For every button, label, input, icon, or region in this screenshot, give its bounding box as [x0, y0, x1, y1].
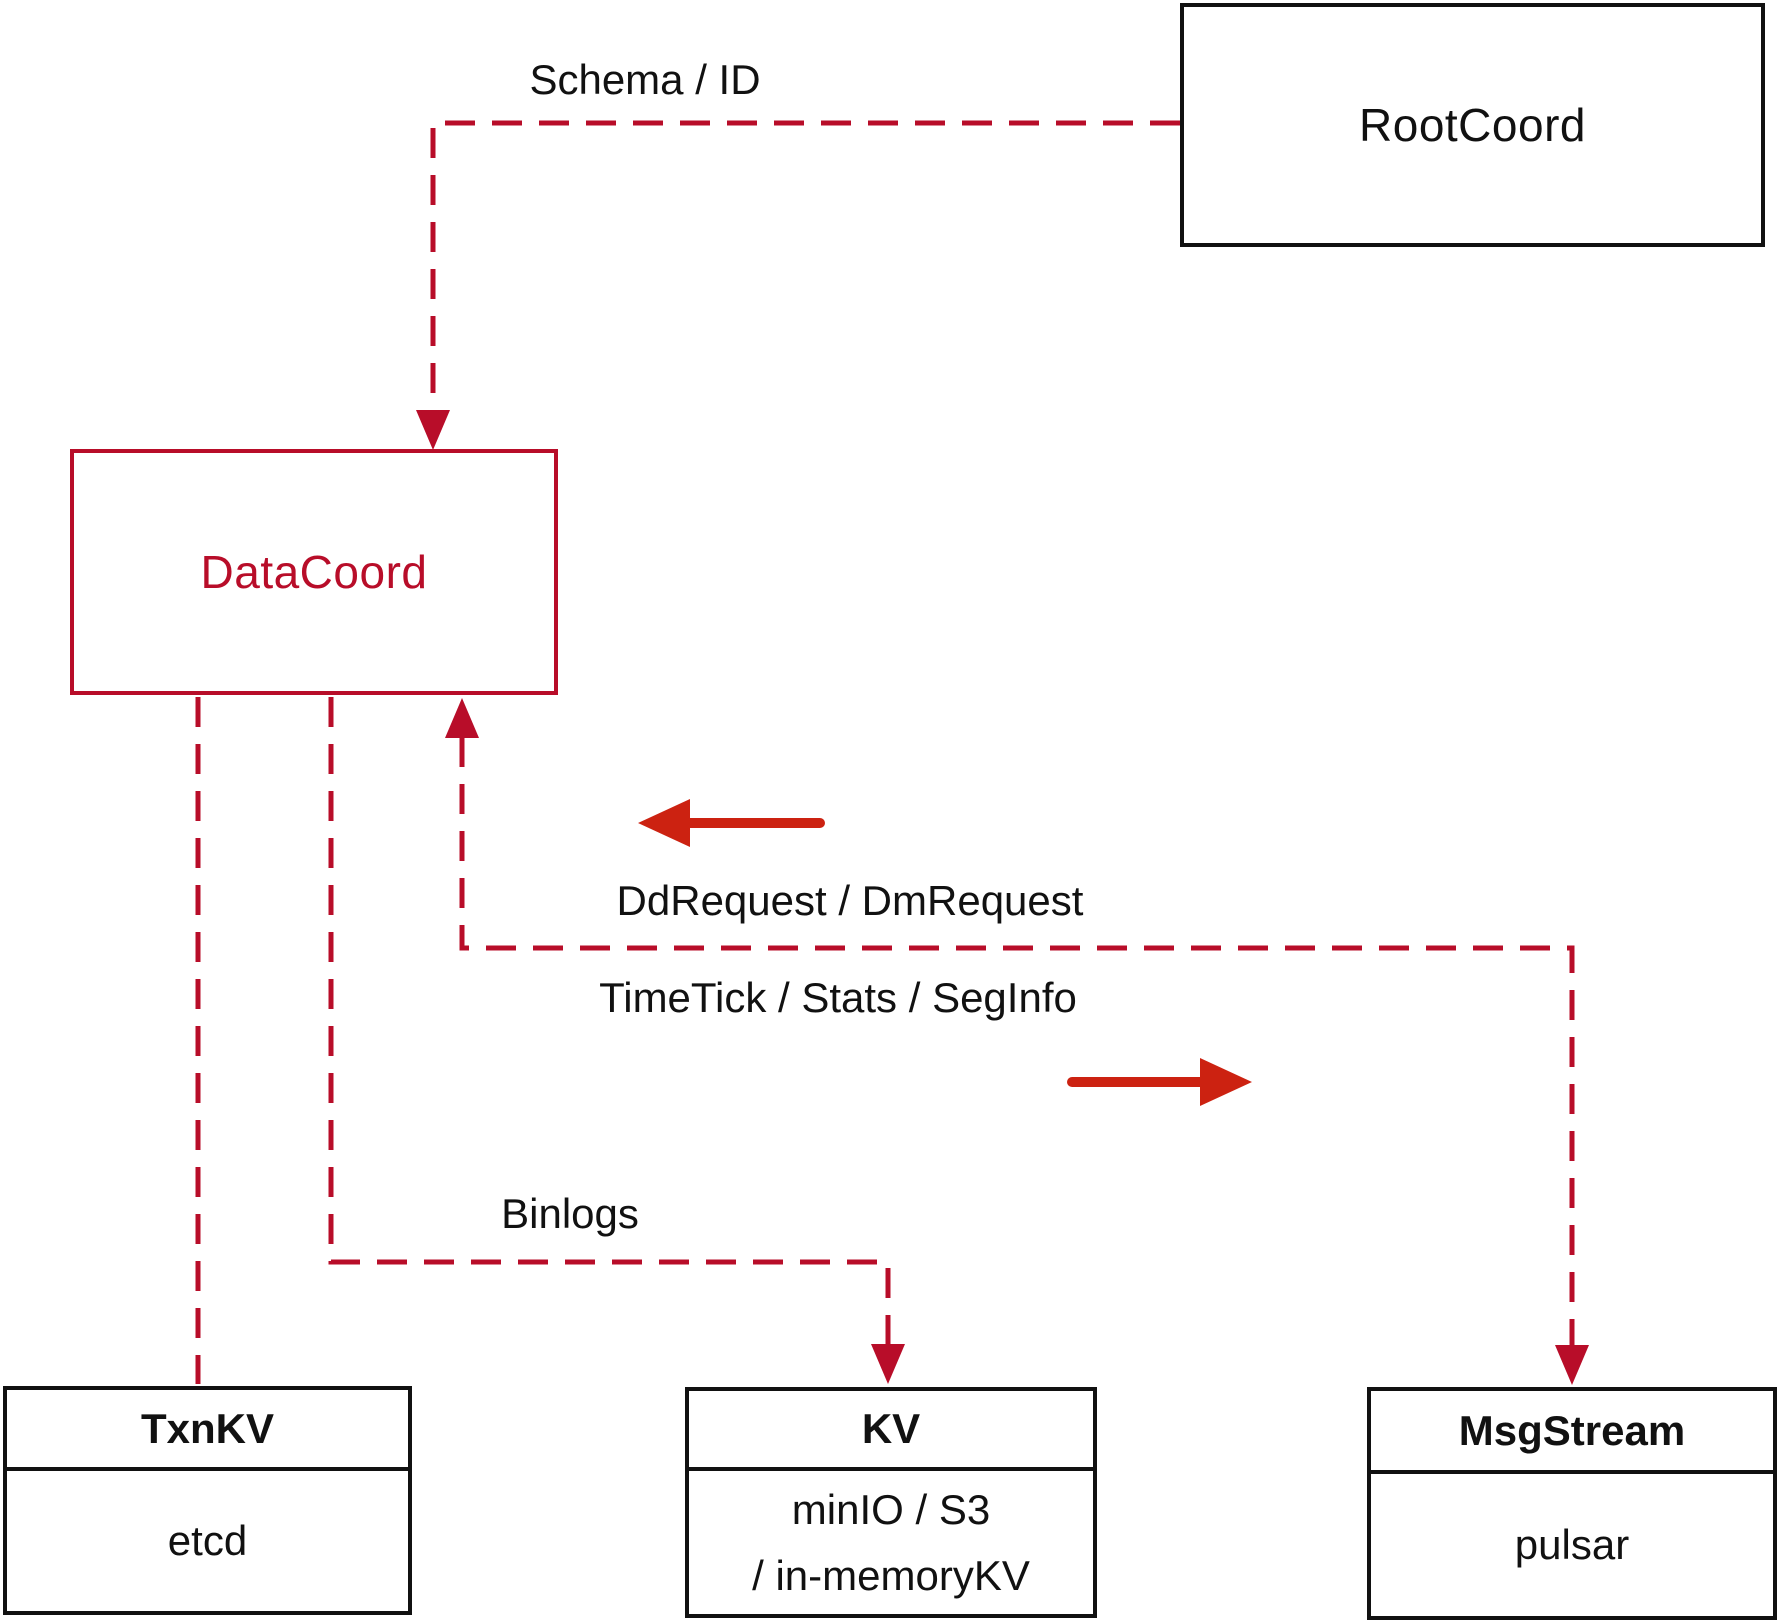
edge-binlogs-line	[328, 697, 891, 1345]
node-msgstream-body-text: pulsar	[1514, 1521, 1630, 1568]
node-txnkv: TxnKV etcd	[3, 1386, 412, 1615]
edge-requests-msgstream-line	[459, 737, 1575, 1346]
right-direction-arrow-icon	[1200, 1058, 1252, 1106]
node-datacoord-label: DataCoord	[200, 546, 428, 598]
edge-msgstream-down-arrowhead-icon	[1555, 1345, 1589, 1385]
node-txnkv-title: TxnKV	[7, 1390, 408, 1471]
edge-schema-id-line	[430, 120, 1180, 431]
node-kv-title: KV	[689, 1391, 1093, 1471]
node-datacoord: DataCoord	[70, 449, 558, 695]
edge-requests-up-arrowhead-icon	[445, 698, 479, 738]
node-kv-body: minIO / S3 / in-memoryKV	[689, 1471, 1093, 1614]
edge-label-binlogs: Binlogs	[501, 1190, 639, 1237]
node-msgstream-title: MsgStream	[1371, 1391, 1773, 1474]
edge-label-dd-dm-request: DdRequest / DmRequest	[616, 877, 1084, 924]
edge-schema-id-arrowhead-icon	[416, 410, 450, 450]
node-txnkv-body: etcd	[7, 1471, 408, 1611]
node-msgstream-body: pulsar	[1371, 1474, 1773, 1616]
edge-label-timetick-stats-seginfo: TimeTick / Stats / SegInfo	[599, 974, 1077, 1021]
left-direction-arrow-icon	[638, 799, 690, 847]
node-kv: KV minIO / S3 / in-memoryKV	[685, 1387, 1097, 1618]
node-msgstream: MsgStream pulsar	[1367, 1387, 1777, 1620]
node-rootcoord: RootCoord	[1180, 3, 1765, 247]
node-kv-body-line1: minIO / S3	[791, 1485, 991, 1533]
node-txnkv-body-text: etcd	[167, 1517, 248, 1564]
edge-binlogs-arrowhead-icon	[871, 1344, 905, 1384]
edge-label-schema-id: Schema / ID	[529, 56, 761, 103]
node-kv-body-line2: / in-memoryKV	[752, 1551, 1030, 1599]
node-rootcoord-label: RootCoord	[1359, 99, 1586, 151]
